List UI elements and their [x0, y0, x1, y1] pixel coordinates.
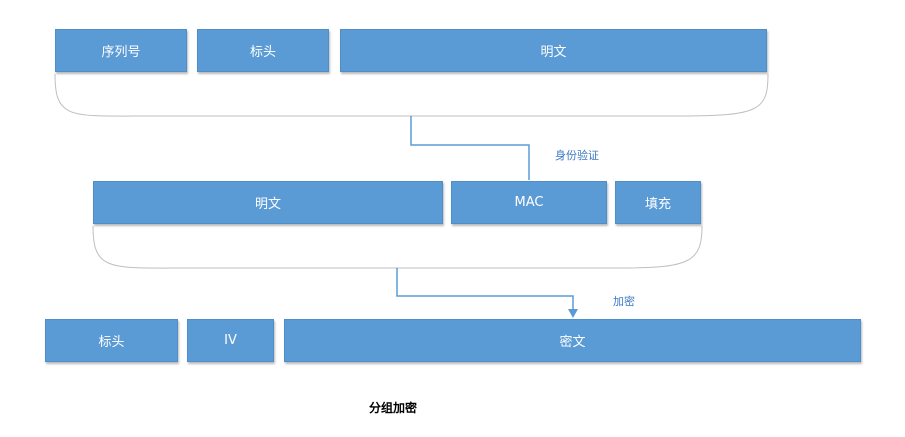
row1-seq-label: 序列号 — [101, 45, 141, 60]
row2-padding-block: 填充 — [615, 181, 701, 224]
row2-padding-label: 填充 — [644, 197, 671, 212]
row1-brace — [54, 73, 769, 117]
row3-header-block: 标头 — [45, 319, 178, 362]
row1-plaintext-label: 明文 — [540, 45, 567, 60]
auth-connector — [410, 116, 530, 180]
row2-brace — [92, 225, 703, 269]
row2-plaintext-block: 明文 — [93, 181, 443, 224]
encrypt-arrowhead — [568, 309, 578, 318]
row3-ciphertext-block: 密文 — [284, 319, 861, 362]
row1-seq-block: 序列号 — [55, 29, 187, 72]
row2-mac-label: MAC — [514, 195, 544, 210]
encrypt-connector — [396, 268, 574, 310]
row3-iv-label: IV — [224, 333, 237, 348]
encrypt-label: 加密 — [613, 295, 635, 308]
row3-iv-block: IV — [187, 319, 274, 362]
row1-header-label: 标头 — [249, 45, 276, 60]
row1-header-block: 标头 — [197, 29, 329, 72]
auth-label: 身份验证 — [555, 149, 599, 162]
row2-mac-block: MAC — [451, 181, 607, 224]
row2-plaintext-label: 明文 — [254, 197, 281, 212]
row3-ciphertext-label: 密文 — [559, 335, 586, 350]
row1-plaintext-block: 明文 — [340, 29, 767, 72]
row3-header-label: 标头 — [98, 335, 125, 350]
diagram-caption: 分组加密 — [369, 401, 418, 415]
